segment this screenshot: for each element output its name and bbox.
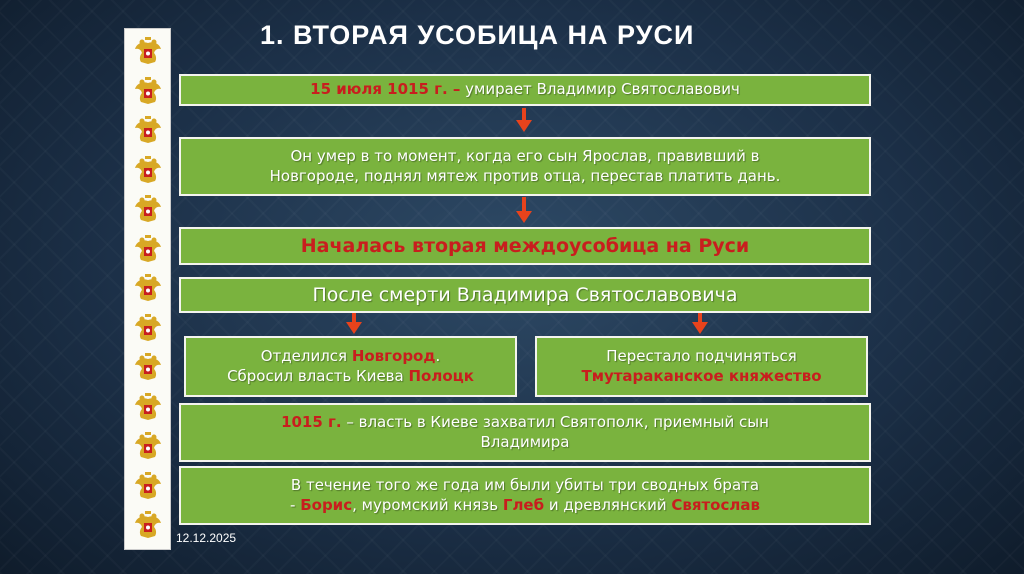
double-headed-eagle-icon	[135, 234, 161, 262]
death-box: 15 июля 1015 г. – умирает Владимир Свято…	[179, 74, 871, 106]
arrow-down-icon	[516, 108, 532, 132]
double-headed-eagle-icon	[135, 76, 161, 104]
double-headed-eagle-icon	[135, 392, 161, 420]
double-headed-eagle-icon	[135, 353, 161, 380]
after-death-text: После смерти Владимира Святославовича	[312, 283, 738, 306]
novgorod-polotsk-box: Отделился Новгород. Сбросил власть Киева…	[184, 336, 517, 397]
death-text: умирает Владимир Святославович	[460, 80, 740, 99]
svyatopolk-date: 1015 г.	[281, 413, 342, 431]
polotsk-name: Полоцк	[408, 366, 474, 385]
rebellion-line-1: Он умер в то момент, когда его сын Яросл…	[290, 147, 760, 165]
dash-text: -	[290, 495, 301, 514]
period-text: .	[435, 347, 441, 365]
arrow-down-icon	[516, 197, 532, 223]
double-headed-eagle-icon	[135, 155, 161, 183]
svyatopolk-box: 1015 г. – власть в Киеве захватил Святоп…	[179, 403, 871, 462]
drevlyan-text: и древлянский	[544, 495, 672, 514]
rebellion-box: Он умер в то момент, когда его сын Яросл…	[179, 137, 871, 196]
murom-text: , муромский князь	[352, 495, 503, 514]
brothers-box: В течение того же года им были убиты три…	[179, 466, 871, 525]
separated-text: Отделился	[260, 347, 352, 365]
arrow-down-icon	[692, 313, 708, 334]
footer-date: 12.12.2025	[176, 531, 237, 545]
stopped-obeying-text: Перестало подчиняться	[606, 347, 797, 365]
rebellion-line-2: Новгороде, поднял мятеж против отца, пер…	[269, 166, 781, 185]
tmutarakan-name: Тмутараканское княжество	[581, 366, 822, 385]
brothers-line-1: В течение того же года им были убиты три…	[290, 476, 760, 494]
double-headed-eagle-icon	[135, 116, 161, 143]
slide-title: 1. ВТОРАЯ УСОБИЦА НА РУСИ	[260, 20, 695, 50]
double-headed-eagle-icon	[135, 195, 161, 222]
double-headed-eagle-icon	[135, 313, 161, 341]
svyatopolk-line-2: Владимира	[480, 432, 570, 451]
strife-text: Началась вторая междоусобица на Руси	[300, 234, 750, 257]
svyatoslav-name: Святослав	[671, 495, 760, 514]
gleb-name: Глеб	[502, 495, 545, 514]
double-headed-eagle-icon	[135, 471, 161, 499]
svyatopolk-line-1: – власть в Киеве захватил Святополк, при…	[341, 413, 769, 431]
strife-box: Началась вторая междоусобица на Руси	[179, 227, 871, 265]
double-headed-eagle-icon	[135, 511, 161, 538]
after-death-box: После смерти Владимира Святославовича	[179, 277, 871, 313]
double-headed-eagle-icon	[135, 37, 161, 64]
double-headed-eagle-icon	[135, 274, 161, 301]
tmutarakan-box: Перестало подчиняться Тмутараканское кня…	[535, 336, 868, 397]
death-date: 15 июля 1015 г. –	[310, 80, 461, 99]
threw-off-text: Сбросил власть Киева	[227, 366, 409, 385]
coat-of-arms-strip	[124, 28, 171, 550]
arrow-down-icon	[346, 313, 362, 334]
novgorod-name: Новгород	[351, 347, 436, 365]
boris-name: Борис	[300, 495, 353, 514]
double-headed-eagle-icon	[135, 432, 161, 459]
